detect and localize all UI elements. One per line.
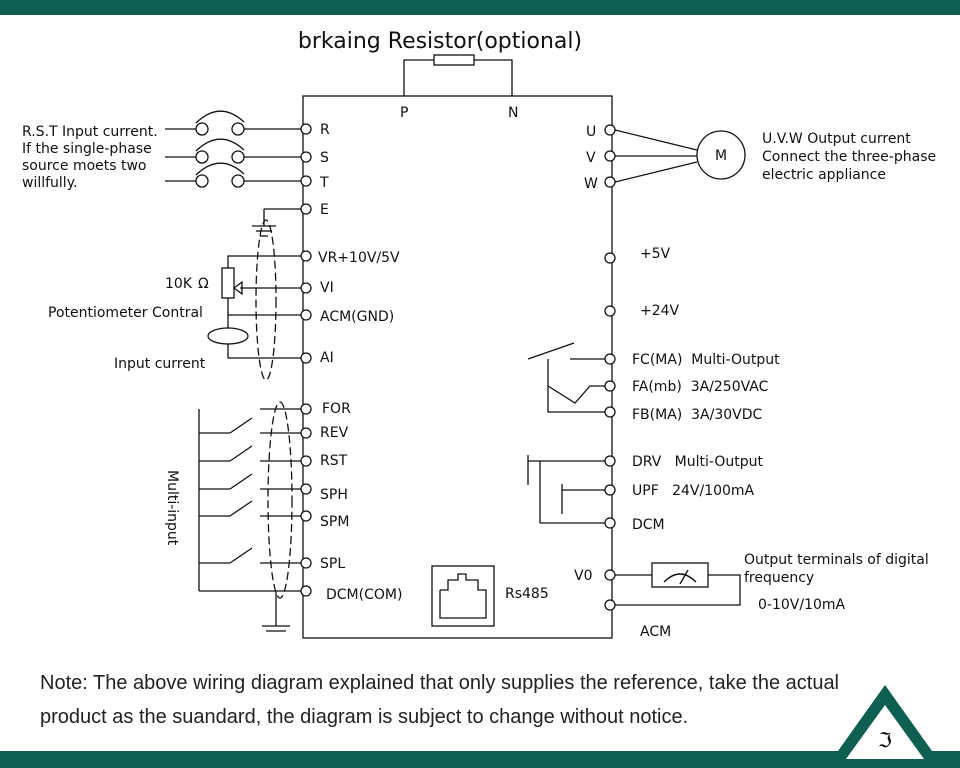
diagram-title: brkaing Resistor(optional) — [298, 29, 582, 54]
terminal-s: S — [320, 150, 329, 166]
ohm-symbol: Ω — [198, 276, 209, 292]
inverter-box — [302, 95, 613, 639]
terminal-vr: VR+10V/5V — [318, 250, 400, 266]
terminal-w: W — [584, 176, 598, 192]
output-terminals-line-2: frequency — [744, 570, 814, 586]
terminal-vi: VI — [320, 280, 334, 296]
motor-line-2: Connect the three-phase — [762, 149, 936, 165]
input-current-label: Input current — [114, 356, 206, 372]
triangle-logo-icon: ℑ — [828, 685, 942, 765]
terminal-acm: ACM — [640, 624, 671, 640]
left-note-line-4: willfully. — [22, 175, 77, 191]
terminal-dcm-com: DCM(COM) — [326, 587, 402, 603]
motor-line-1: U.V.W Output current — [762, 131, 911, 147]
output-terminals-line-1: Output terminals of digital — [744, 552, 929, 568]
terminal-dcm: DCM — [632, 517, 665, 533]
top-bar — [0, 0, 960, 15]
terminal-fc: FC(MA) Multi-Output — [632, 352, 780, 368]
terminal-sph: SPH — [320, 487, 348, 503]
left-note-line-1: R.S.T Input current. — [22, 124, 158, 140]
terminal-upf: UPF 24V/100mA — [632, 483, 755, 499]
terminal-t: T — [319, 175, 329, 191]
terminal-e: E — [320, 202, 329, 218]
logo-mark: ℑ — [878, 728, 892, 752]
terminal-p: P — [400, 105, 408, 121]
terminal-u: U — [586, 124, 596, 140]
terminal-spl: SPL — [320, 556, 345, 572]
terminal-plus24: +24V — [640, 303, 680, 319]
bottom-bar — [0, 751, 960, 768]
terminal-acm-gnd: ACM(GND) — [320, 309, 394, 325]
motor-line-3: electric appliance — [762, 167, 886, 183]
terminal-n: N — [508, 105, 518, 121]
output-range: 0-10V/10mA — [758, 597, 846, 613]
terminal-spm: SPM — [320, 514, 349, 530]
terminal-rst: RST — [320, 453, 348, 469]
left-note-line-3: source moets two — [22, 158, 147, 174]
terminal-ai: AI — [320, 350, 334, 366]
note-line-2: product as the suandard, the diagram is … — [40, 706, 689, 728]
terminal-fb: FB(MA) 3A/30VDC — [632, 407, 763, 423]
note-line-1: Note: The above wiring diagram explained… — [40, 672, 840, 694]
motor-symbol: M — [715, 148, 727, 164]
resistor-value: 10K — [165, 276, 193, 292]
terminal-for: FOR — [322, 401, 351, 417]
terminal-rev: REV — [320, 425, 349, 441]
terminal-fa: FA(mb) 3A/250VAC — [632, 379, 769, 395]
terminal-r: R — [320, 122, 330, 138]
braking-resistor — [433, 54, 475, 66]
terminal-plus5: +5V — [640, 246, 671, 262]
terminal-v: V — [586, 150, 596, 166]
left-note-line-2: If the single-phase — [22, 141, 152, 157]
rs485-label: Rs485 — [505, 586, 549, 602]
terminal-drv: DRV Multi-Output — [632, 454, 763, 470]
multi-input-label: Multi-input — [164, 470, 180, 546]
terminal-v0: V0 — [574, 568, 592, 584]
potentiometer-label: Potentiometer Contral — [48, 305, 203, 321]
